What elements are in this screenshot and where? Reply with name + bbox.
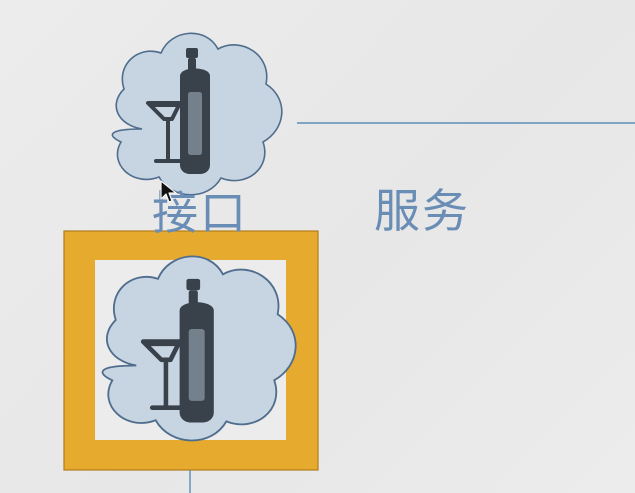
boxed-cloud-icon: [101, 255, 297, 442]
service-label: 服务: [374, 184, 470, 238]
top-cloud-icon: [111, 32, 283, 196]
pointer-icon: [160, 180, 177, 203]
